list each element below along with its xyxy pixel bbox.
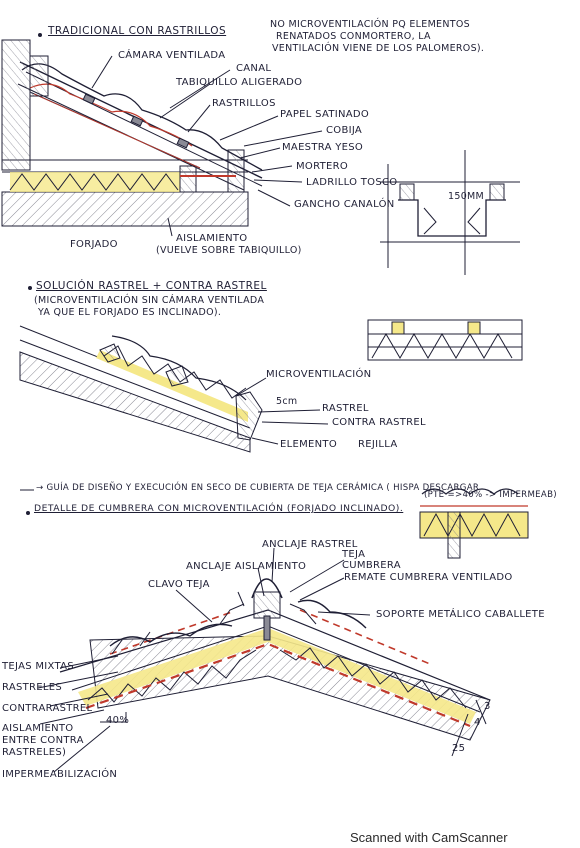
label-aislamiento-sub: (VUELVE SOBRE TABIQUILLO) <box>156 245 302 256</box>
label-remate-cumbrera: REMATE CUMBRERA VENTILADO <box>344 572 513 583</box>
label-camara-ventilada: CÁMARA VENTILADA <box>118 50 226 61</box>
section1-note-line1: NO MICROVENTILACIÓN PQ ELEMENTOS <box>270 19 470 30</box>
label-contra-rastrel: CONTRA RASTREL <box>332 417 426 428</box>
section2-subtitle-line2: YA QUE EL FORJADO ES INCLINADO). <box>38 307 222 318</box>
canalon-detail <box>380 150 520 275</box>
label-clavo-teja: CLAVO TEJA <box>148 579 210 590</box>
guide-text: → GUÍA DE DISEÑO Y EXECUCIÓN EN SECO DE … <box>36 483 480 493</box>
dimension-3: 3 <box>484 701 491 712</box>
label-aislamiento-line3: RASTRELES) <box>2 747 67 758</box>
section2-title: SOLUCIÓN RASTREL + CONTRA RASTREL <box>36 280 267 292</box>
label-tejas-mixtas: TEJAS MIXTAS <box>2 661 74 672</box>
label-aislamiento-line2: ENTRE CONTRA <box>2 735 84 746</box>
bullet-section1 <box>38 33 42 37</box>
label-rastrel: RASTREL <box>322 403 369 414</box>
label-teja: TEJA <box>342 549 366 560</box>
section2-dimension: 5cm <box>276 396 298 407</box>
dimension-4: 4 <box>474 717 481 728</box>
label-impermeabilizacion: IMPERMEABILIZACIÓN <box>2 769 118 780</box>
label-soporte-metalico: SOPORTE METÁLICO CABALLETE <box>376 609 545 620</box>
section3-title: DETALLE DE CUMBRERA CON MICROVENTILACIÓN… <box>34 503 404 514</box>
section1-note-line2: RENATADOS CONMORTERO, LA <box>276 31 431 42</box>
bullet-section3 <box>26 511 30 515</box>
label-microventilacion: MICROVENTILACIÓN <box>266 369 372 380</box>
label-rastrillos: RASTRILLOS <box>212 98 276 109</box>
label-ladrillo-tosco: LADRILLO TOSCO <box>306 177 398 188</box>
bullet-section2 <box>28 286 32 290</box>
label-cobija: COBIJA <box>326 125 363 136</box>
label-mortero: MORTERO <box>296 161 349 172</box>
label-tabiquillo: TABIQUILLO ALIGERADO <box>176 77 303 88</box>
label-forjado: FORJADO <box>70 239 118 250</box>
label-maestra-yeso: MAESTRA YESO <box>282 142 364 153</box>
label-canal: CANAL <box>236 63 272 74</box>
label-contrarastrel: CONTRARASTREL <box>2 703 93 714</box>
dimension-25: 25 <box>452 743 466 754</box>
section2-subtitle-line1: (MICROVENTILACIÓN SIN CÁMARA VENTILADA <box>34 295 265 306</box>
slope-percent: 40% <box>106 715 130 726</box>
label-rastreles: RASTRELES <box>2 682 63 693</box>
label-gancho-canalon: GANCHO CANALÓN <box>294 199 395 210</box>
section1-note-line3: VENTILACIÓN VIENE DE LOS PALOMEROS). <box>272 43 485 54</box>
section1-drawing <box>1 39 323 237</box>
scanner-footer: Scanned with CamScanner <box>350 830 508 845</box>
section2-drawing <box>19 319 523 453</box>
label-anclaje-aislamiento: ANCLAJE AISLAMIENTO <box>186 561 307 572</box>
label-rejilla: REJILLA <box>358 439 398 450</box>
section3-title-note: (PTE =>40% -> IMPERMEAB) <box>424 490 557 500</box>
section1-title: TRADICIONAL CON RASTRILLOS <box>48 25 227 37</box>
label-papel-satinado: PAPEL SATINADO <box>280 109 370 120</box>
label-cumbrera: CUMBRERA <box>342 560 401 571</box>
label-aislamiento: AISLAMIENTO <box>176 233 248 244</box>
label-elemento: ELEMENTO <box>280 439 338 450</box>
canalon-dimension: 150MM <box>448 191 485 202</box>
section3-drawing <box>20 488 529 773</box>
label-aislamiento-line1: AISLAMIENTO <box>2 723 74 734</box>
label-anclaje-rastrel: ANCLAJE RASTREL <box>262 539 358 550</box>
